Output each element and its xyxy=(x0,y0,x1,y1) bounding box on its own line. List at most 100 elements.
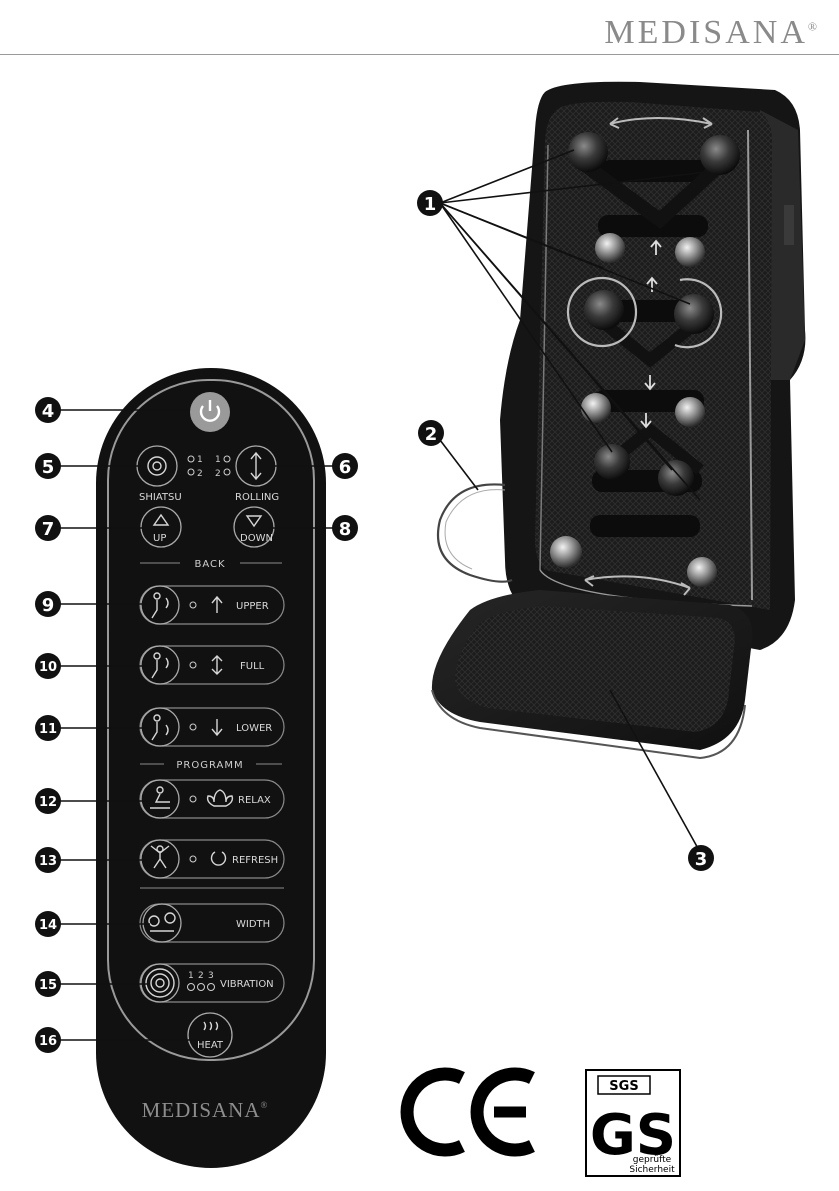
relax-button[interactable]: RELAX xyxy=(139,779,285,819)
upper-back-button[interactable]: UPPER xyxy=(139,585,285,625)
svg-text:3: 3 xyxy=(695,849,708,870)
vibration-waves-icon xyxy=(145,968,175,998)
svg-text:10: 10 xyxy=(39,660,57,675)
ce-mark-logo xyxy=(400,1067,535,1157)
svg-text:14: 14 xyxy=(39,918,57,933)
callout-2: 2 xyxy=(418,420,444,446)
person-stretch-icon xyxy=(150,845,170,869)
svg-text:12: 12 xyxy=(39,795,57,810)
arrow-down-icon xyxy=(211,719,223,737)
callout-9: 9 xyxy=(35,591,61,617)
svg-text:HEAT: HEAT xyxy=(197,1040,224,1051)
callout-5: 5 xyxy=(35,453,61,479)
shiatsu-button[interactable] xyxy=(136,445,178,487)
svg-text:2: 2 xyxy=(215,469,221,479)
up-arrow-icon xyxy=(152,513,170,526)
callout-13: 13 xyxy=(35,847,61,873)
callout-8: 8 xyxy=(332,515,358,541)
rolling-icon xyxy=(250,451,262,481)
svg-text:1: 1 xyxy=(188,971,194,981)
header-divider xyxy=(0,54,839,55)
side-tag xyxy=(784,205,794,245)
power-cable xyxy=(436,483,513,583)
callout-4: 4 xyxy=(35,397,61,423)
svg-text:9: 9 xyxy=(42,595,55,616)
lower-indicator xyxy=(189,723,197,731)
rolling-level-indicators: 1 2 xyxy=(215,455,231,479)
vibration-level-indicators: 1 2 3 xyxy=(187,971,215,991)
svg-text:UPPER: UPPER xyxy=(236,601,269,612)
person-full-icon xyxy=(151,652,169,679)
callout-15: 15 xyxy=(35,971,61,997)
svg-text:16: 16 xyxy=(39,1034,57,1049)
relax-indicator xyxy=(189,795,197,803)
svg-text:11: 11 xyxy=(39,722,57,737)
person-upper-icon xyxy=(151,592,169,619)
person-lower-icon xyxy=(151,714,169,741)
svg-text:RELAX: RELAX xyxy=(238,795,271,806)
svg-text:1: 1 xyxy=(197,455,203,465)
width-button[interactable]: WIDTH xyxy=(139,903,285,943)
back-section-title: BACK xyxy=(194,559,225,570)
svg-text:8: 8 xyxy=(339,519,352,540)
svg-text:SGS: SGS xyxy=(609,1079,638,1094)
arrow-up-icon xyxy=(211,595,223,613)
up-button[interactable]: UP xyxy=(140,506,182,548)
shiatsu-level-indicators: 1 2 xyxy=(187,455,203,479)
massage-seat-cover xyxy=(431,81,806,760)
heat-waves-icon xyxy=(203,1021,219,1031)
power-icon xyxy=(199,400,221,422)
svg-text:VIBRATION: VIBRATION xyxy=(220,979,274,990)
svg-text:7: 7 xyxy=(42,519,55,540)
lotus-icon xyxy=(206,789,234,807)
rolling-label: ROLLING xyxy=(235,492,279,503)
svg-text:DOWN: DOWN xyxy=(240,533,273,544)
svg-text:5: 5 xyxy=(42,457,55,478)
refresh-button[interactable]: REFRESH xyxy=(139,839,285,879)
heat-button[interactable]: HEAT xyxy=(187,1012,233,1058)
callout-3: 3 xyxy=(688,845,714,871)
callout-10: 10 xyxy=(35,653,61,679)
svg-text:2: 2 xyxy=(198,971,204,981)
callout-1: 1 xyxy=(417,190,443,216)
programm-section-title: PROGRAMM xyxy=(176,760,243,771)
refresh-indicator xyxy=(189,855,197,863)
width-adjust-icon xyxy=(148,912,176,932)
svg-text:4: 4 xyxy=(42,401,55,422)
svg-text:13: 13 xyxy=(39,854,57,869)
svg-text:geprüfte: geprüfte xyxy=(633,1155,672,1165)
callout-12: 12 xyxy=(35,788,61,814)
person-relax-icon xyxy=(150,786,170,809)
lower-back-button[interactable]: LOWER xyxy=(139,707,285,747)
remote-control: MEDISANA® xyxy=(96,368,326,1168)
down-arrow-icon xyxy=(245,515,263,528)
upper-indicator xyxy=(189,601,197,609)
svg-text:1: 1 xyxy=(424,194,437,215)
gs-certification-seal: SGS GS geprüfte Sicherheit xyxy=(585,1069,681,1177)
header-brand-logo: MEDISANA® xyxy=(604,14,817,51)
callout-11: 11 xyxy=(35,715,61,741)
svg-text:LOWER: LOWER xyxy=(236,723,272,734)
svg-text:2: 2 xyxy=(425,424,438,445)
svg-text:GS: GS xyxy=(590,1103,676,1168)
remote-brand-logo: MEDISANA® xyxy=(142,1098,269,1122)
svg-text:3: 3 xyxy=(208,971,214,981)
callout-14: 14 xyxy=(35,911,61,937)
power-button[interactable] xyxy=(190,392,230,432)
down-button[interactable]: DOWN xyxy=(233,506,275,548)
callout-16: 16 xyxy=(35,1027,61,1053)
svg-text:UP: UP xyxy=(153,533,166,544)
svg-text:REFRESH: REFRESH xyxy=(232,855,278,866)
svg-text:15: 15 xyxy=(39,978,57,993)
svg-text:6: 6 xyxy=(339,457,352,478)
arrow-updown-icon xyxy=(211,655,223,675)
refresh-cycle-icon xyxy=(210,851,227,866)
seat-callout-leaders xyxy=(439,149,707,853)
shiatsu-icon xyxy=(147,456,167,476)
svg-text:FULL: FULL xyxy=(240,661,265,672)
vibration-button[interactable]: 1 2 3 VIBRATION xyxy=(139,963,285,1003)
full-back-button[interactable]: FULL xyxy=(139,645,285,685)
full-indicator xyxy=(189,661,197,669)
svg-text:Sicherheit: Sicherheit xyxy=(629,1165,675,1175)
